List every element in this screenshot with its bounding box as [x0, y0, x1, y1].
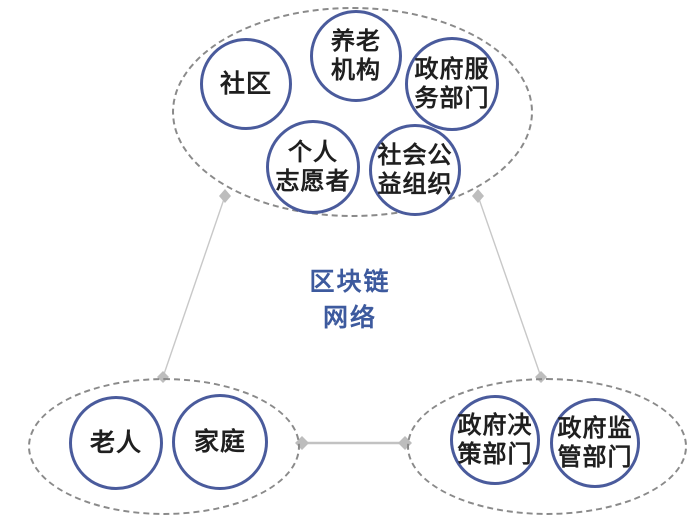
node-government-service-department: 政府服 务部门 [405, 37, 499, 131]
node-individual-volunteer-label: 个人 志愿者 [275, 137, 351, 195]
blockchain-network-label: 区块链 网络 [309, 267, 391, 333]
bottom-right-group-ellipse [407, 378, 687, 515]
node-government-decision-department: 政府决 策部门 [450, 395, 540, 485]
connector-top-to-bottom-right [477, 195, 542, 378]
node-government-decision-department-label: 政府决 策部门 [457, 410, 533, 468]
node-community-label: 社区 [219, 68, 272, 98]
node-individual-volunteer: 个人 志愿者 [266, 120, 360, 214]
node-family: 家庭 [172, 394, 268, 490]
bottom-left-group-ellipse [28, 378, 300, 515]
node-elderly: 老人 [69, 396, 163, 490]
diamond-endpoint-icon [472, 189, 484, 203]
diamond-endpoint-icon [219, 189, 231, 203]
node-government-service-department-label: 政府服 务部门 [414, 54, 490, 112]
node-government-supervision-department: 政府监 管部门 [550, 398, 640, 488]
node-elderly-care-institution-label: 养老 机构 [331, 26, 381, 84]
node-family-label: 家庭 [193, 426, 246, 456]
node-elderly-label: 老人 [89, 427, 142, 457]
node-elderly-care-institution: 养老 机构 [310, 10, 402, 102]
connector-top-to-bottom-left [162, 195, 226, 378]
node-social-welfare-organization-label: 社会公 益组织 [377, 140, 453, 198]
node-community: 社区 [200, 38, 292, 130]
top-group-ellipse [172, 7, 533, 217]
node-social-welfare-organization: 社会公 益组织 [369, 124, 461, 216]
node-government-supervision-department-label: 政府监 管部门 [557, 413, 633, 471]
